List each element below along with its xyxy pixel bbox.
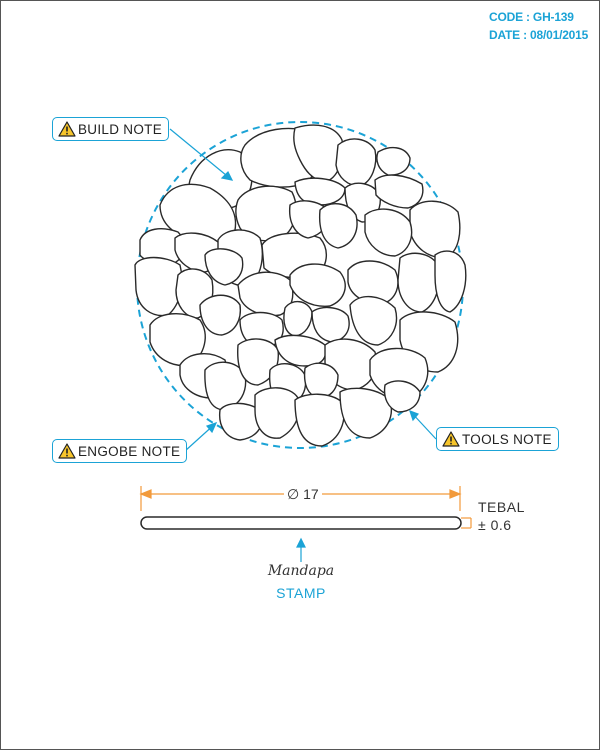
warning-icon [58, 443, 76, 459]
drawing-date: DATE : 08/01/2015 [489, 28, 589, 42]
tools-note-callout[interactable]: TOOLS NOTE [436, 427, 559, 451]
engobe-note-label: ENGOBE NOTE [78, 443, 181, 459]
brand-logo: Mandapa [267, 563, 335, 579]
tools-note-label: TOOLS NOTE [462, 431, 552, 447]
callout-leaders [169, 128, 437, 452]
thickness-annotation: TEBAL ± 0.6 [478, 498, 525, 534]
build-note-callout[interactable]: BUILD NOTE [52, 117, 170, 141]
warning-icon [442, 431, 460, 447]
drawing-code: CODE : GH-139 [489, 10, 574, 24]
stamp-label: STAMP [276, 585, 326, 601]
side-profile [140, 516, 462, 530]
engobe-note-callout[interactable]: ENGOBE NOTE [52, 439, 188, 463]
pebble-pattern [134, 124, 467, 447]
diameter-label: ∅ 17 [284, 486, 322, 503]
thickness-dimension [461, 517, 472, 529]
build-note-label: BUILD NOTE [78, 121, 163, 137]
warning-icon [58, 121, 76, 137]
arrow-up-icon [296, 537, 306, 562]
thickness-value: ± 0.6 [478, 517, 512, 533]
thickness-title: TEBAL [478, 499, 525, 515]
